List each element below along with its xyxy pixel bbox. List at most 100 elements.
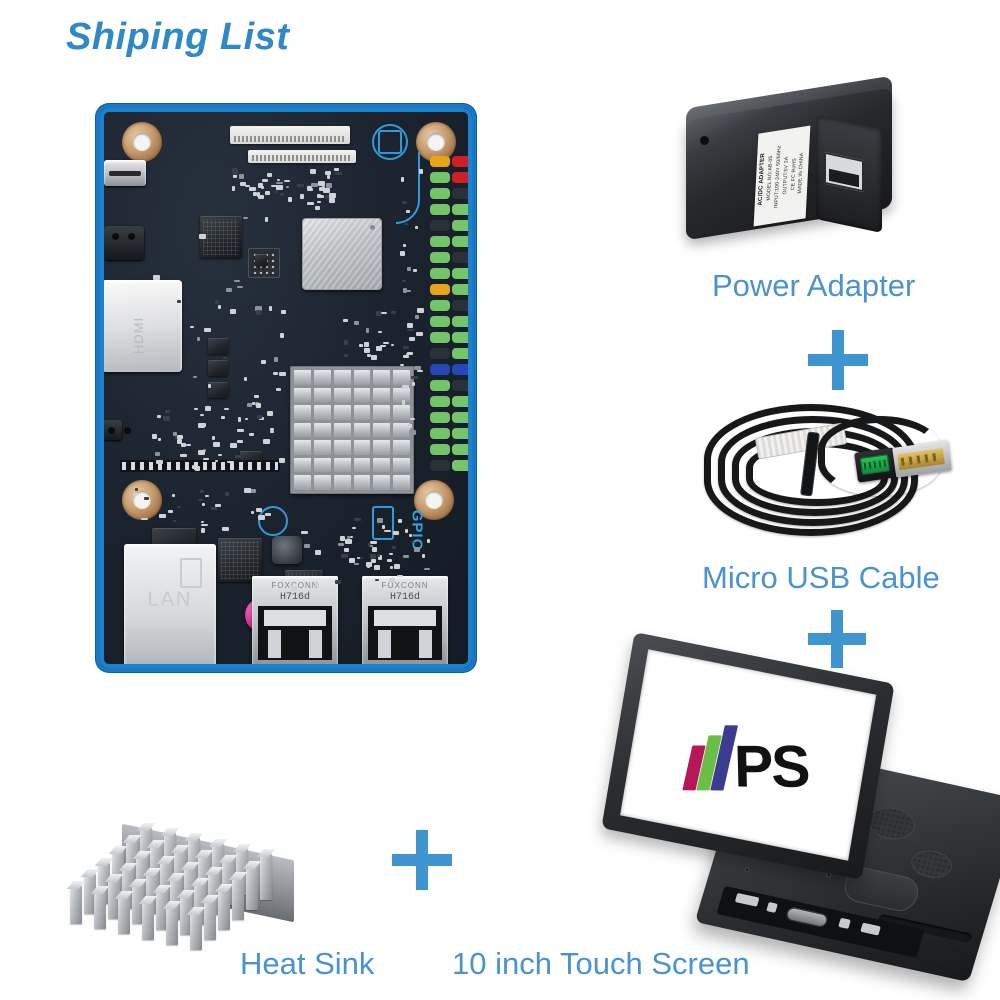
smd-component-64 [237, 416, 241, 422]
smd-component-202 [415, 331, 423, 336]
smd-component-217 [203, 458, 210, 461]
gpio-pin-19 [430, 300, 450, 311]
monitor-display-panel: PS [620, 649, 877, 861]
smd-component-142 [422, 553, 426, 558]
smd-component-221 [177, 439, 183, 445]
usb-brand-label: FOXCONN [252, 581, 338, 590]
smd-component-151 [403, 555, 410, 559]
smd-component-57 [193, 376, 198, 379]
adapter-label-origin: MADE IN CHINA [797, 152, 806, 194]
smd-component-70 [253, 395, 259, 398]
smd-component-13 [276, 388, 282, 392]
power-adapter-image: AC/DC ADAPTER MODEL NO:AB-05 INPUT:100-2… [668, 75, 900, 252]
smd-component-92 [402, 354, 409, 358]
gpio-pin-38 [452, 444, 472, 455]
gpio-pin-39 [430, 460, 450, 471]
smd-component-107 [201, 503, 205, 507]
smd-component-3 [267, 410, 274, 416]
adapter-label-text: AC/DC ADAPTER MODEL NO:AB-05 INPUT:100-2… [756, 141, 807, 211]
pcb: HDMI [100, 108, 472, 668]
camera-fpc-connector [248, 150, 356, 163]
power-inductor [272, 536, 302, 564]
smd-component-150 [352, 527, 357, 530]
adapter-screw-hole [700, 136, 709, 145]
smd-component-224 [221, 416, 226, 420]
smd-component-111 [198, 498, 204, 501]
usb-a-gold-contacts [897, 448, 945, 471]
smd-component-15 [207, 383, 211, 388]
smd-component-35 [291, 586, 298, 592]
smd-component-258 [276, 179, 280, 181]
smd-component-215 [174, 435, 178, 439]
smd-component-96 [366, 327, 370, 333]
ethernet-window [180, 558, 202, 588]
smd-component-84 [403, 346, 410, 350]
processor-chip [200, 216, 242, 258]
smd-component-120 [176, 505, 181, 508]
smd-component-235 [239, 174, 245, 180]
smd-component-253 [252, 192, 257, 196]
smd-component-127 [243, 488, 251, 494]
heat-sink-caption: Heat Sink [240, 946, 375, 981]
gpio-pin-28 [452, 364, 472, 375]
smd-component-162 [315, 206, 321, 210]
gpio-pin-6 [452, 188, 472, 199]
smd-component-26 [215, 300, 220, 305]
gpio-pin-31 [430, 396, 450, 407]
smd-component-52 [365, 561, 372, 567]
micro-usb-connector [854, 447, 898, 483]
mounting-hole-bottom-right [414, 480, 454, 520]
display-fpc-connector [230, 126, 350, 144]
av-jack [100, 420, 131, 440]
smd-component-140 [394, 563, 401, 569]
smd-component-28 [375, 579, 380, 582]
smd-component-187 [402, 400, 406, 406]
smd-component-37 [314, 550, 321, 556]
smd-component-49 [346, 535, 350, 539]
heat-sink-fin-35 [162, 901, 182, 945]
smd-component-198 [408, 424, 413, 429]
smd-component-78 [268, 306, 272, 312]
usb-cable-image [698, 398, 954, 540]
smd-component-171 [328, 192, 336, 198]
smd-component-178 [307, 186, 313, 191]
smd-component-82 [380, 312, 387, 315]
smd-component-102 [377, 346, 383, 350]
smd-component-237 [258, 194, 265, 199]
smd-component-228 [180, 443, 186, 448]
smd-component-103 [375, 311, 381, 317]
smd-component-244 [232, 172, 237, 178]
smd-component-101 [363, 341, 369, 347]
usb-prong-right [419, 630, 432, 658]
smd-component-48 [349, 557, 356, 563]
smd-component-232 [213, 441, 221, 447]
smd-component-238 [266, 172, 272, 177]
smd-component-152 [354, 563, 360, 566]
smd-component-200 [415, 226, 419, 230]
smd-component-166 [297, 184, 304, 188]
smd-component-18 [233, 279, 240, 282]
gpio-pin-3 [430, 172, 450, 183]
smd-component-134 [377, 553, 381, 557]
smd-component-97 [364, 347, 371, 353]
smd-component-167 [307, 202, 315, 205]
smd-component-191 [401, 201, 407, 205]
smd-component-112 [133, 492, 138, 496]
smd-component-105 [200, 489, 205, 493]
smd-component-236 [279, 192, 284, 196]
gpio-pin-16 [452, 268, 472, 279]
smd-component-19 [236, 439, 243, 443]
smd-component-14 [272, 372, 278, 376]
gpio-pin-14 [452, 252, 472, 263]
mounting-hole-top-right [416, 122, 456, 162]
smd-component-115 [204, 495, 209, 498]
smd-component-91 [382, 341, 389, 344]
smd-component-55 [256, 309, 262, 315]
ethernet-glyph: LAN [147, 588, 193, 611]
smd-component-113 [172, 494, 176, 498]
heat-sink-fin-32 [90, 885, 110, 930]
regulator-chip-a [208, 338, 228, 354]
smd-component-245 [275, 185, 283, 191]
smd-component-219 [226, 460, 234, 463]
single-board-computer-image: HDMI [100, 108, 472, 668]
